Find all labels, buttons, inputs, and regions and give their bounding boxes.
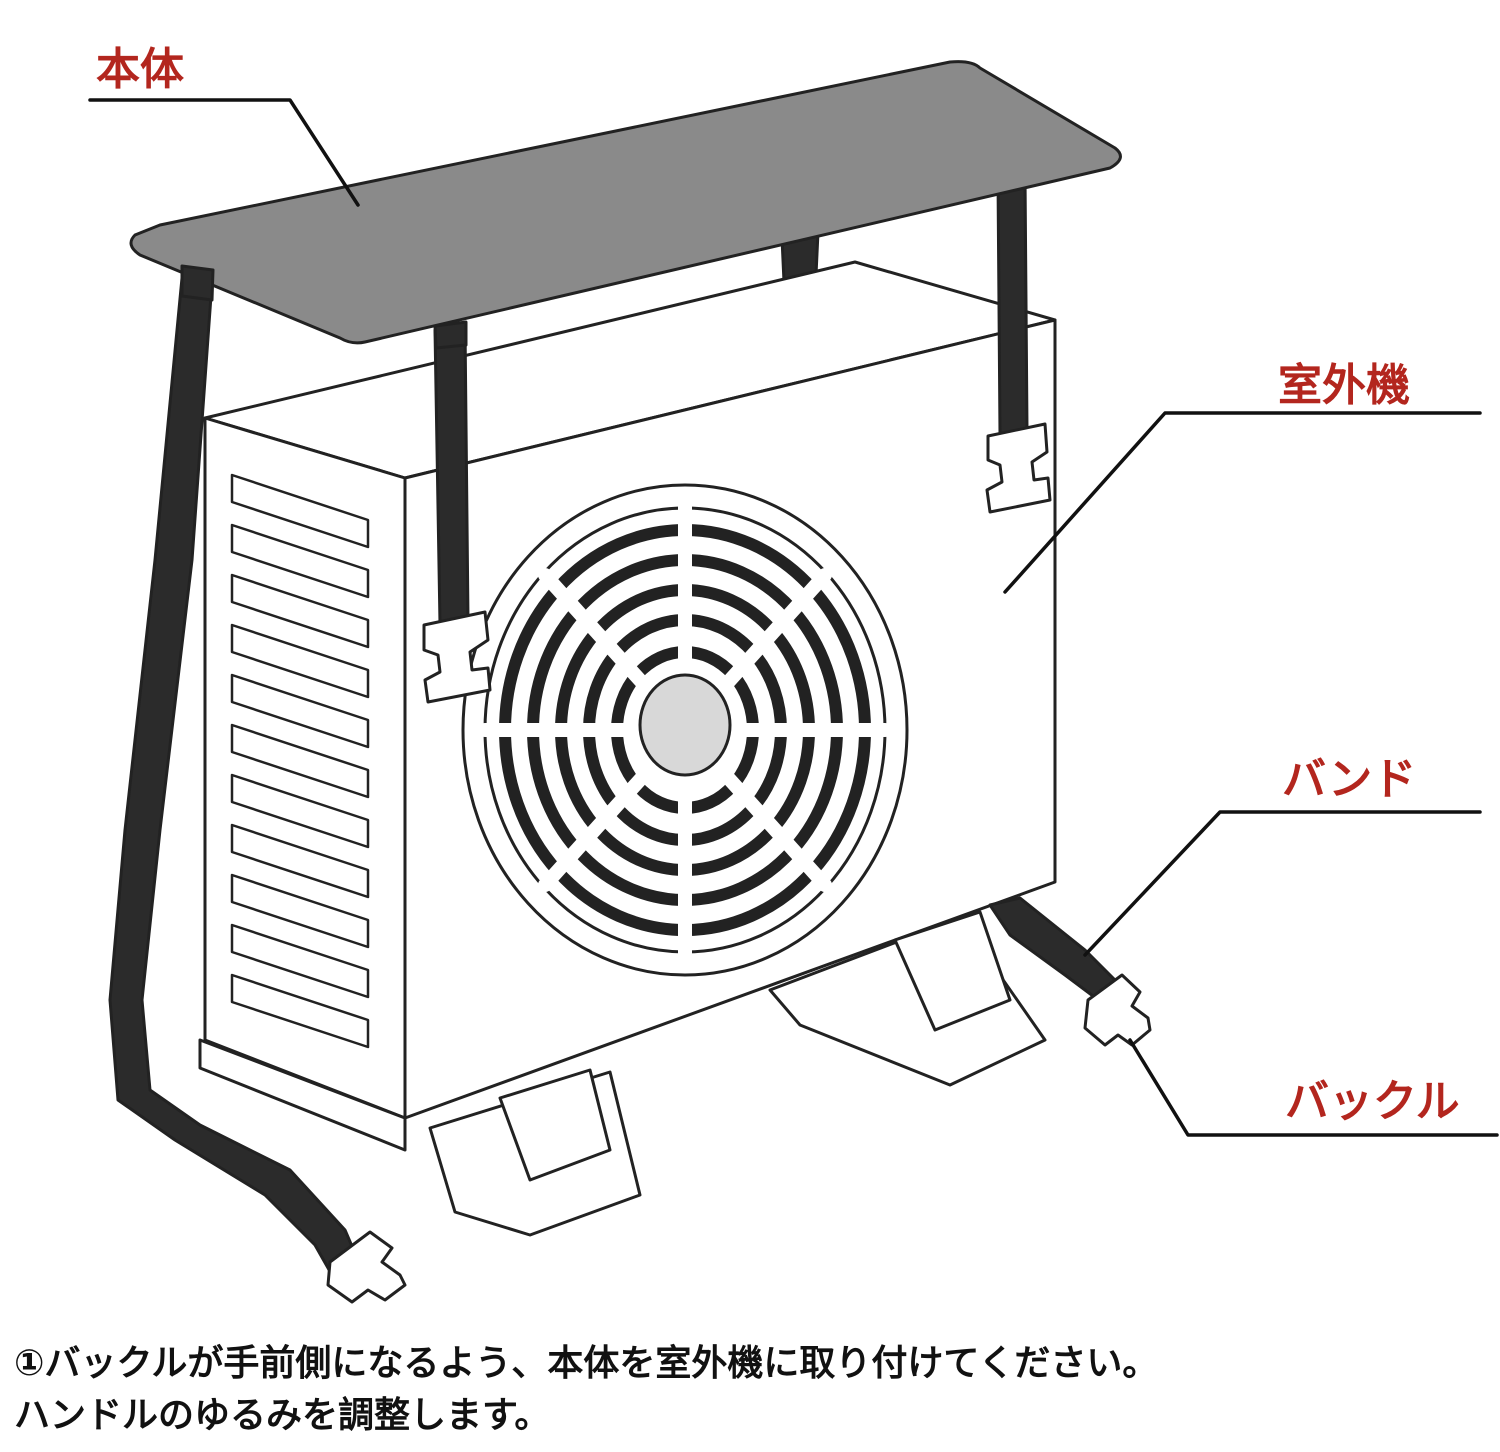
strap-top-front	[435, 322, 466, 348]
leader-body	[90, 100, 358, 205]
leader-band	[1085, 812, 1480, 955]
fan-guard	[463, 485, 907, 975]
caption-line-1: ①バックルが手前側になるよう、本体を室外機に取り付けてください。	[14, 1338, 1494, 1390]
label-body: 本体	[96, 48, 184, 92]
label-outdoor-unit: 室外機	[1278, 364, 1410, 408]
strap-top-left	[182, 266, 213, 300]
leader-unit	[1005, 413, 1480, 592]
front-strap-left	[435, 326, 468, 624]
outdoor-unit-cover-diagram	[0, 0, 1500, 1330]
label-band: バンド	[1282, 758, 1416, 802]
front-strap-right	[998, 176, 1027, 434]
label-buckle: バックル	[1285, 1080, 1460, 1124]
instruction-caption: ①バックルが手前側になるよう、本体を室外機に取り付けてください。 ハンドルのゆる…	[14, 1338, 1494, 1442]
caption-line-2: ハンドルのゆるみを調整します。	[14, 1390, 1494, 1442]
